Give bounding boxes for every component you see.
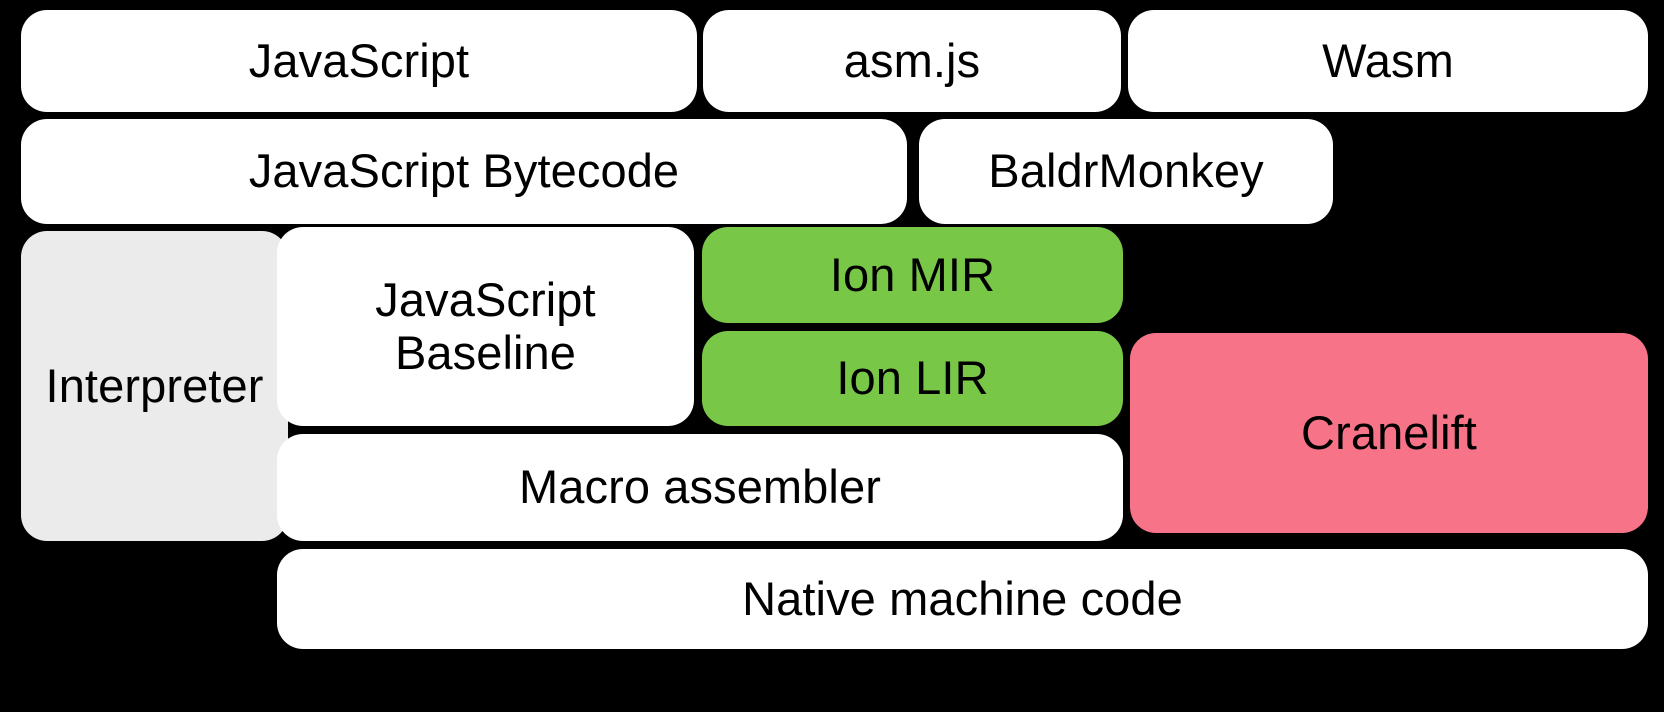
node-interpreter: Interpreter [21, 231, 288, 541]
node-javascript: JavaScript [21, 10, 697, 112]
node-wasm: Wasm [1128, 10, 1648, 112]
node-ion-mir: Ion MIR [702, 227, 1123, 323]
node-macro-assembler: Macro assembler [277, 434, 1123, 541]
node-javascript-baseline: JavaScript Baseline [277, 227, 694, 426]
node-javascript-bytecode: JavaScript Bytecode [21, 119, 907, 224]
node-ion-lir: Ion LIR [702, 331, 1123, 426]
node-native-machine-code: Native machine code [277, 549, 1648, 649]
node-asm-js: asm.js [703, 10, 1121, 112]
node-baldrmonkey: BaldrMonkey [919, 119, 1333, 224]
node-cranelift: Cranelift [1130, 333, 1648, 533]
